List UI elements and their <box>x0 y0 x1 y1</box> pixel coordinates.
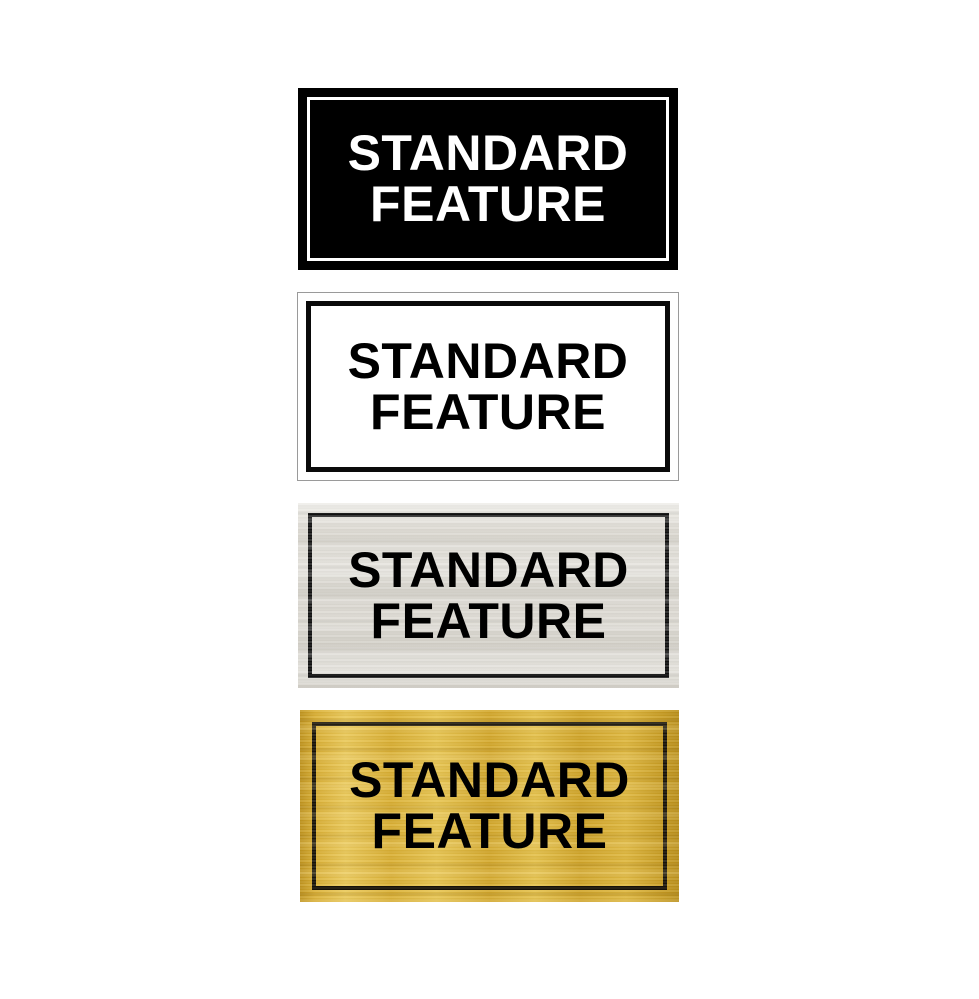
badge-silver[interactable]: STANDARD FEATURE <box>298 503 679 688</box>
badge-silver-inner-frame: STANDARD FEATURE <box>308 513 669 678</box>
badge-gold-line-2: FEATURE <box>371 803 608 859</box>
badge-white-line-2: FEATURE <box>370 383 606 440</box>
badge-black-inner-frame: STANDARD FEATURE <box>307 97 669 261</box>
badge-white[interactable]: STANDARD FEATURE <box>297 292 679 481</box>
badge-black-line-1: STANDARD <box>347 125 629 181</box>
badge-black-line-2: FEATURE <box>370 176 606 232</box>
badge-silver-line-2: FEATURE <box>370 592 607 649</box>
badge-gold-line-1: STANDARD <box>349 752 630 808</box>
badge-black[interactable]: STANDARD FEATURE <box>298 88 678 270</box>
badge-white-inner-frame: STANDARD FEATURE <box>306 301 670 472</box>
badge-gold[interactable]: STANDARD FEATURE <box>300 710 679 902</box>
badge-white-line-1: STANDARD <box>347 332 629 389</box>
badge-silver-line-1: STANDARD <box>348 541 629 598</box>
badge-gold-inner-frame: STANDARD FEATURE <box>312 722 667 890</box>
